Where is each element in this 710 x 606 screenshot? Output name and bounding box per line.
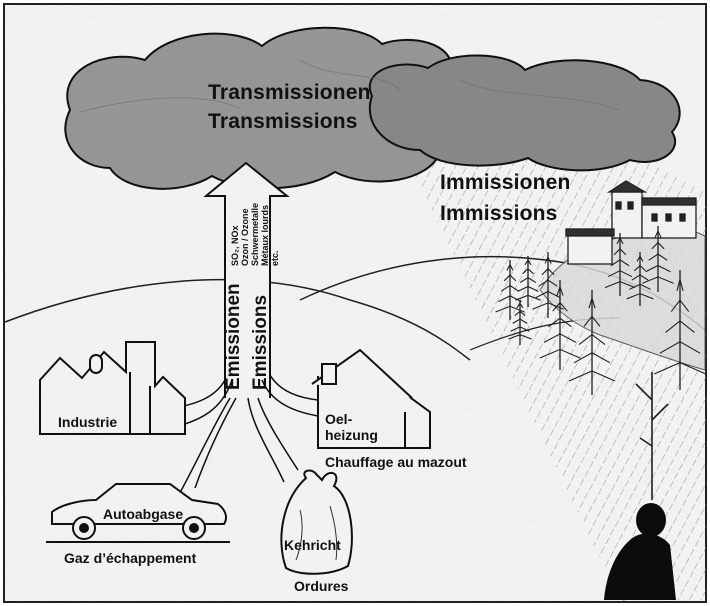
label-chauffage: Chauffage au mazout	[325, 454, 467, 470]
pollutant-item: Schwermetalle	[250, 202, 260, 266]
label-emissions: Emissions	[250, 294, 271, 390]
pollutant-item: Métaux lourds	[260, 204, 270, 266]
label-autoabgase: Autoabgase	[103, 506, 184, 522]
label-gaz: Gaz d’échappement	[64, 550, 197, 566]
label-immissionen: Immissionen	[440, 171, 571, 194]
label-transmissions: Transmissions	[208, 110, 358, 133]
pollutant-item: Ozon / Ozone	[240, 208, 250, 267]
label-ordures: Ordures	[294, 578, 349, 594]
label-emissionen: Emissionen	[223, 283, 244, 390]
label-heizung: heizung	[325, 427, 378, 443]
label-oel: Oel-	[325, 411, 353, 427]
pollutant-item: etc.	[270, 250, 280, 266]
label-kehricht: Kehricht	[284, 537, 341, 553]
label-transmissionen: Transmissionen	[208, 81, 371, 104]
label-immissions: Immissions	[440, 202, 558, 225]
label-industrie: Industrie	[58, 414, 118, 430]
pollutant-item: SO₂, NOx	[230, 225, 240, 266]
